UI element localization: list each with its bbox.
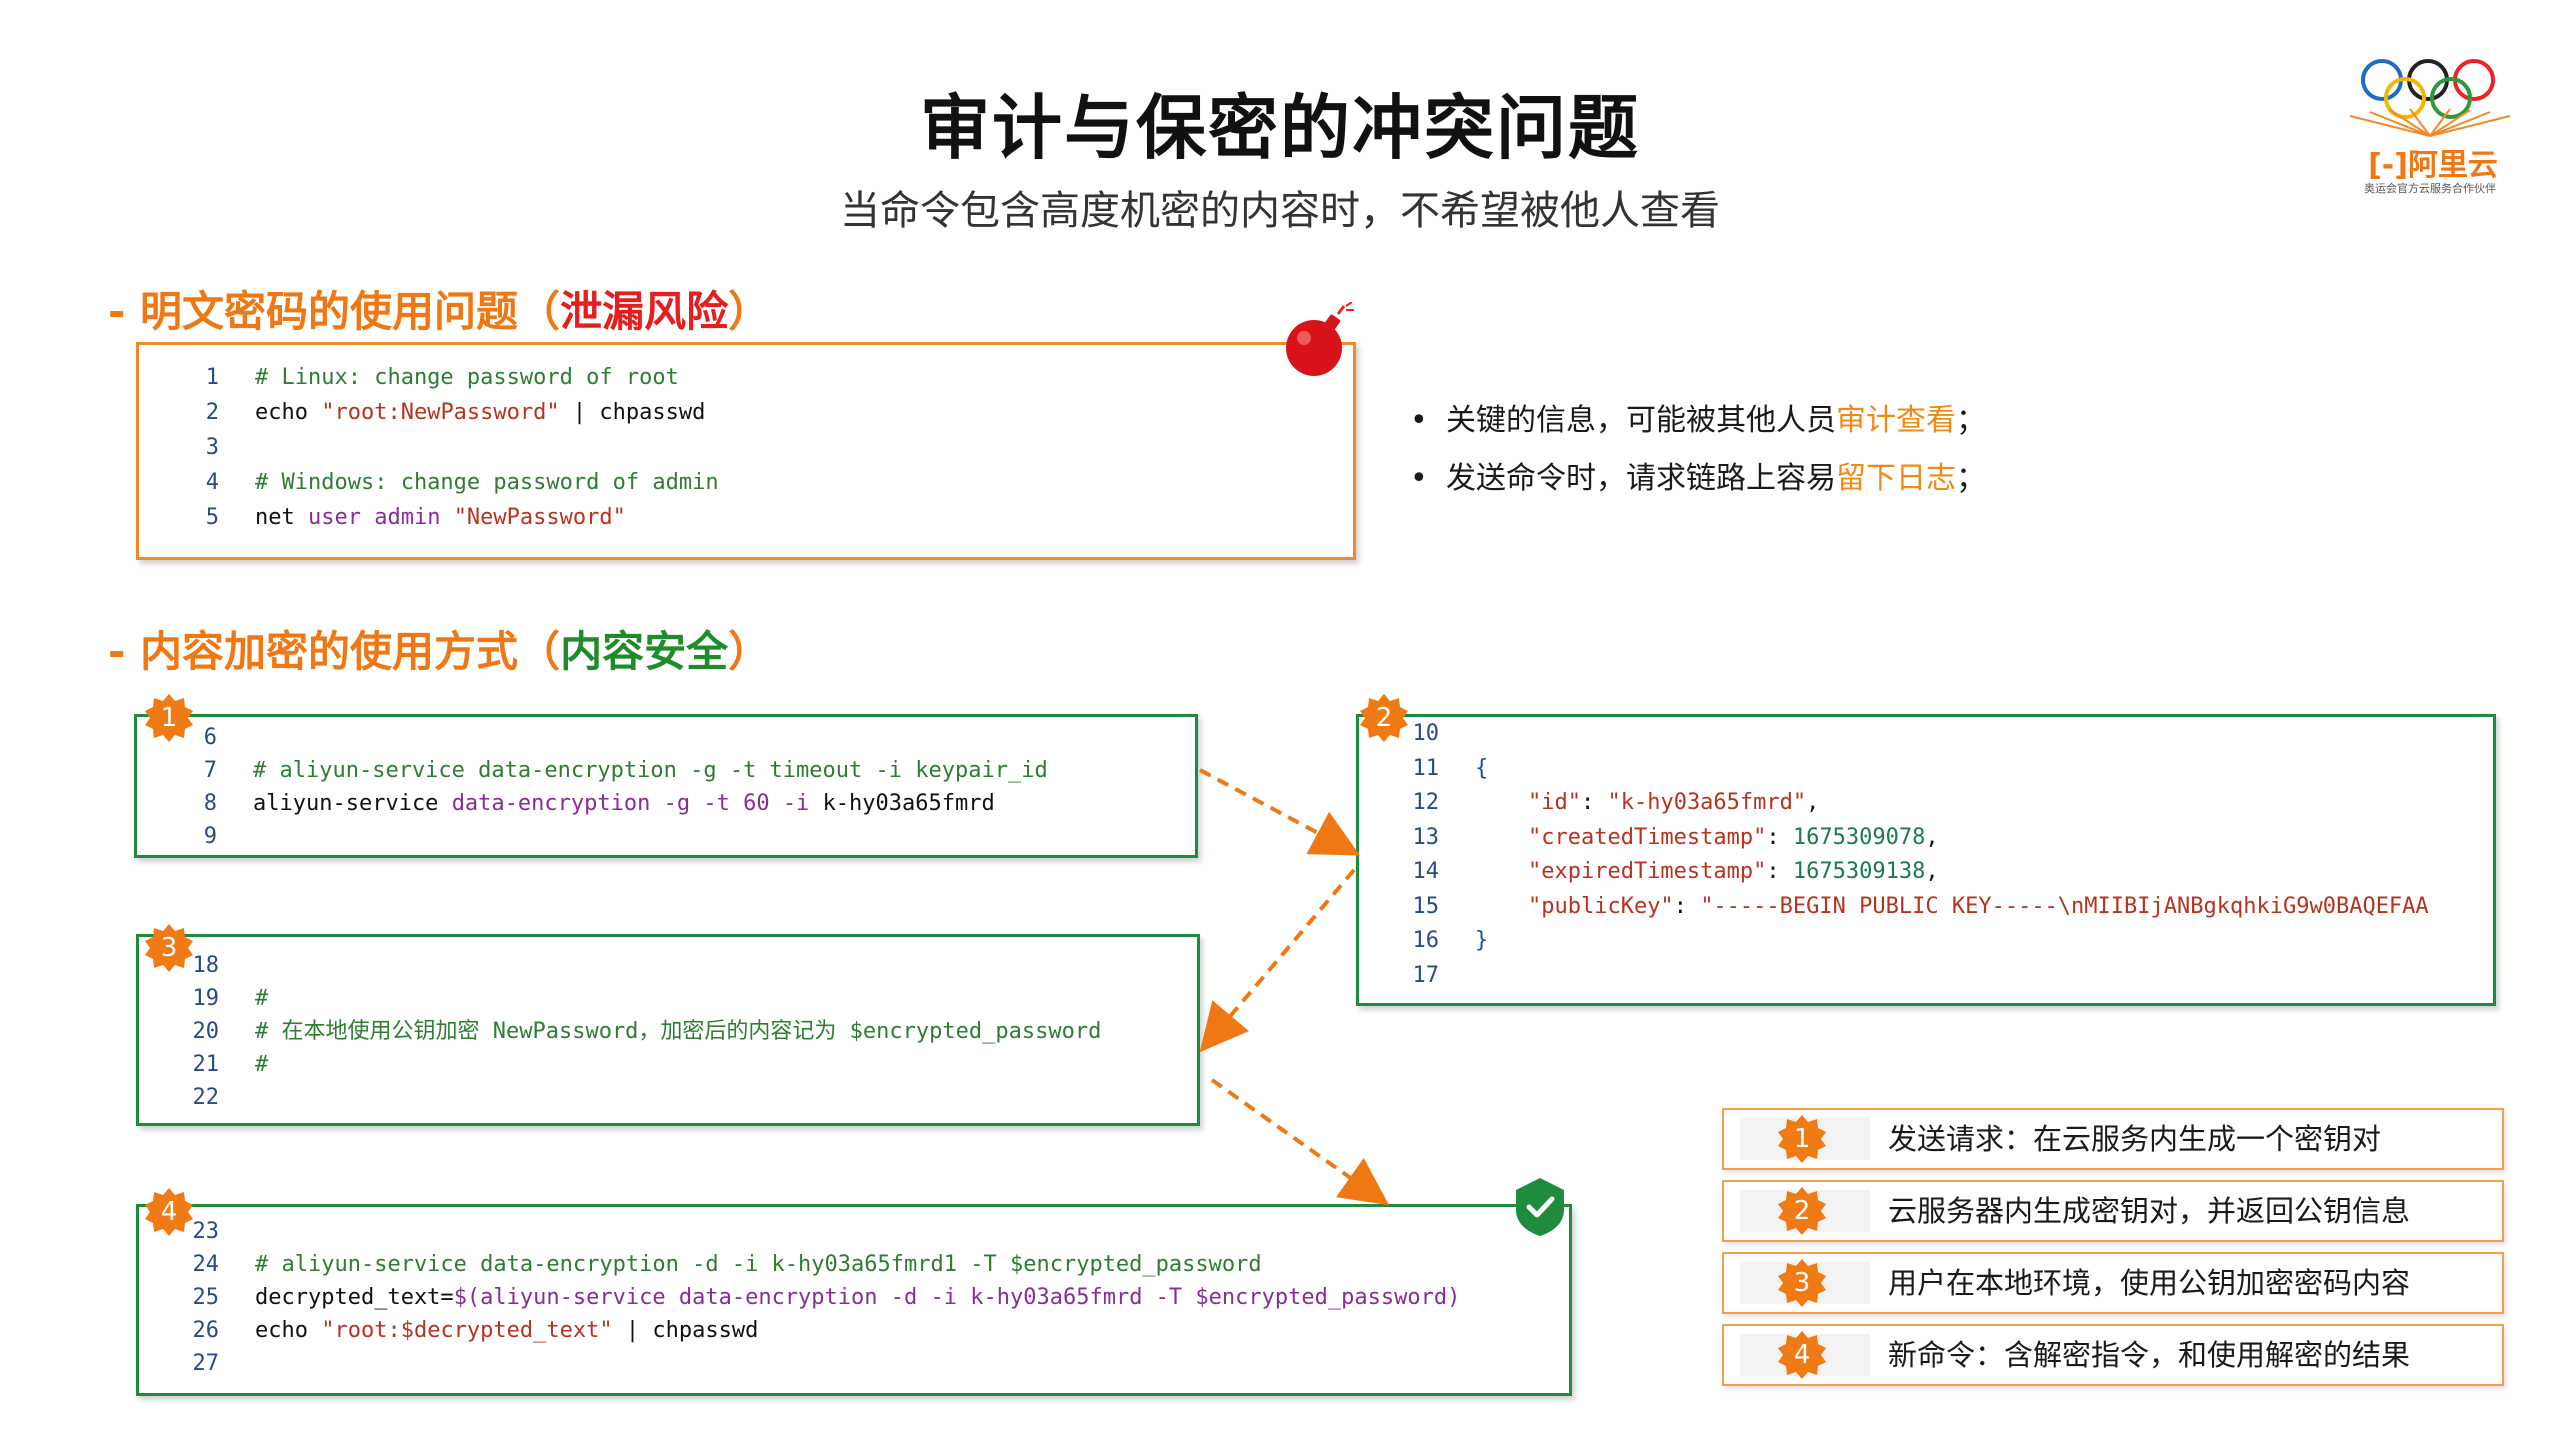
page-title: 审计与保密的冲突问题 xyxy=(920,87,1640,169)
logo-tagline: 奥运会官方云服务合作伙伴 xyxy=(2364,182,2496,195)
code-line: 13 "createdTimestamp": 1675309078, xyxy=(1359,821,1939,855)
legend-text: 新命令：含解密指令，和使用解密的结果 xyxy=(1888,1338,2411,1372)
line-number: 16 xyxy=(1412,928,1440,953)
line-number: 2 xyxy=(205,400,219,425)
code-line: 21# xyxy=(139,1048,269,1082)
code-line: 27 xyxy=(139,1347,255,1381)
line-number: 26 xyxy=(192,1318,220,1343)
line-number: 9 xyxy=(203,824,217,849)
step-badge-1: 1 xyxy=(143,692,195,744)
line-number: 14 xyxy=(1412,859,1440,884)
code-line: 16} xyxy=(1359,924,1489,958)
legend-item-4: 4 新命令：含解密指令，和使用解密的结果 xyxy=(1722,1324,2504,1386)
bomb-icon xyxy=(1286,302,1354,376)
code-line: 15 "publicKey": "-----BEGIN PUBLIC KEY--… xyxy=(1359,890,2429,924)
code-line: 24# aliyun-service data-encryption -d -i… xyxy=(139,1248,1262,1282)
line-number: 27 xyxy=(192,1351,220,1376)
code-line: 9 xyxy=(137,820,253,854)
line-number: 11 xyxy=(1412,755,1440,781)
section-heading-encryption: - 内容加密的使用方式（内容安全） xyxy=(108,627,771,676)
legend-item-1: 1 发送请求：在云服务内生成一个密钥对 xyxy=(1722,1108,2504,1170)
line-number: 5 xyxy=(205,505,219,530)
line-number: 21 xyxy=(192,1052,220,1077)
bullet-item: •关键的信息，可能被其他人员审计查看； xyxy=(1410,403,1986,438)
code-line: 19# xyxy=(139,982,269,1016)
arrow-1-to-2 xyxy=(1199,768,1361,856)
step-badge-4: 4 xyxy=(143,1186,195,1238)
legend-item-2: 2 云服务器内生成密钥对，并返回公钥信息 xyxy=(1722,1180,2504,1242)
code-line: 12 "id": "k-hy03a65fmrd", xyxy=(1359,786,1820,820)
code-line: 3 xyxy=(139,431,255,465)
line-number: 24 xyxy=(192,1252,220,1277)
line-number: 22 xyxy=(192,1085,220,1110)
code-line: 10 xyxy=(1359,717,1475,751)
code-line: 22 xyxy=(139,1081,255,1115)
aliyun-logo-icon: [-] xyxy=(2368,148,2408,183)
legend-badge: 3 xyxy=(1776,1257,1828,1309)
legend-text: 云服务器内生成密钥对，并返回公钥信息 xyxy=(1888,1194,2411,1228)
line-number: 13 xyxy=(1412,824,1440,850)
line-number: 25 xyxy=(192,1285,220,1310)
legend-item-3: 3 用户在本地环境，使用公钥加密密码内容 xyxy=(1722,1252,2504,1314)
arrow-2-to-3 xyxy=(1199,868,1356,1053)
code-line: 20# 在本地使用公钥加密 NewPassword，加密后的内容记为 $encr… xyxy=(139,1015,1102,1049)
aliyun-brand: [-]阿里云 xyxy=(2368,148,2498,183)
legend-badge: 2 xyxy=(1776,1185,1828,1237)
code-line: 1# Linux: change password of root xyxy=(139,361,679,395)
legend-text: 发送请求：在云服务内生成一个密钥对 xyxy=(1888,1122,2382,1156)
line-number: 12 xyxy=(1412,790,1440,815)
code-line: 4# Windows: change password of admin xyxy=(139,466,719,500)
line-number: 8 xyxy=(203,791,217,816)
shield-check-icon xyxy=(1516,1178,1564,1236)
section-heading-plaintext: - 明文密码的使用问题（泄漏风险） xyxy=(108,287,771,336)
code-line: 17 xyxy=(1359,959,1475,993)
line-number: 18 xyxy=(192,953,220,978)
logo: [-]阿里云 奥运会官方云服务合作伙伴 xyxy=(2330,52,2530,202)
line-number: 23 xyxy=(192,1219,220,1244)
arrow-3-to-4 xyxy=(1210,1078,1390,1206)
risk-bullets: •关键的信息，可能被其他人员审计查看； •发送命令时，请求链路上容易留下日志； xyxy=(1410,395,1986,511)
line-number: 1 xyxy=(205,365,219,390)
code-line: 18 xyxy=(139,949,255,983)
line-number: 6 xyxy=(203,725,217,750)
line-number: 10 xyxy=(1412,721,1440,746)
olympic-rings-icon xyxy=(2361,59,2495,119)
step-badge-2: 2 xyxy=(1358,692,1410,744)
line-number: 7 xyxy=(203,758,217,783)
rays-icon xyxy=(2349,108,2511,137)
line-number: 4 xyxy=(205,470,219,495)
code-line: 6 xyxy=(137,721,253,755)
code-block-step1: 6 7# aliyun-service data-encryption -g -t… xyxy=(134,714,1198,858)
page-subtitle: 当命令包含高度机密的内容时，不希望被他人查看 xyxy=(840,188,1720,234)
code-line: 7# aliyun-service data-encryption -g -t … xyxy=(137,754,1048,788)
line-number: 15 xyxy=(1412,893,1440,919)
bullet-item: •发送命令时，请求链路上容易留下日志； xyxy=(1410,461,1986,496)
code-block-step2: 10 11{12 "id": "k-hy03a65fmrd",13 "create… xyxy=(1356,714,2496,1006)
code-line: 14 "expiredTimestamp": 1675309138, xyxy=(1359,855,1939,889)
step-badge-3: 3 xyxy=(143,922,195,974)
line-number: 19 xyxy=(192,986,220,1011)
legend-text: 用户在本地环境，使用公钥加密密码内容 xyxy=(1888,1266,2411,1300)
line-number: 20 xyxy=(192,1019,220,1044)
line-number: 3 xyxy=(205,435,219,460)
line-number: 17 xyxy=(1412,962,1440,988)
code-block-step3: 18 19#20# 在本地使用公钥加密 NewPassword，加密后的内容记为 … xyxy=(136,934,1200,1126)
code-line: 11{ xyxy=(1359,752,1489,786)
legend-badge: 4 xyxy=(1776,1329,1828,1381)
code-block-step4: 23 24# aliyun-service data-encryption -d … xyxy=(136,1204,1572,1396)
legend-badge: 1 xyxy=(1776,1113,1828,1165)
code-line: 23 xyxy=(139,1215,255,1249)
